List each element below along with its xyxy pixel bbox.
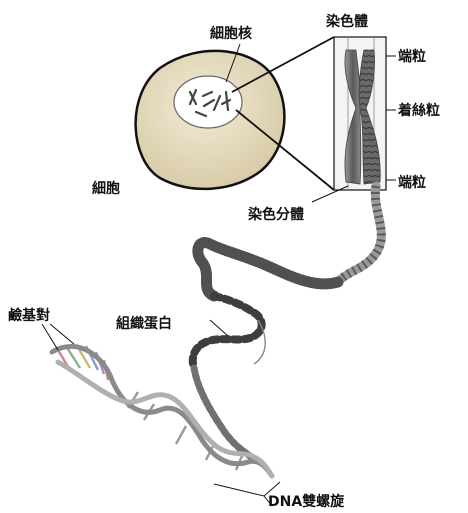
- centromere-label: 着絲粒: [397, 102, 440, 119]
- telomere-top-label: 端粒: [398, 48, 426, 65]
- cell-illustration: [136, 51, 285, 189]
- base-pair-rungs: [58, 344, 242, 470]
- uncoiling-strand: [340, 186, 381, 280]
- nucleosome-string: [194, 368, 256, 460]
- histone-leader: [210, 320, 228, 336]
- chromatid-leader: [312, 186, 348, 202]
- nucleus-illustration: [174, 76, 242, 128]
- chromatin-coil-upper: [198, 243, 338, 296]
- chromosome-label: 染色體: [326, 13, 368, 30]
- histone-label: 組織蛋白: [116, 315, 172, 332]
- helix-strand-a: [52, 347, 272, 476]
- base-pair-leader-1: [42, 324, 58, 350]
- cell-label: 細胞: [92, 180, 120, 197]
- telomere-bottom-label: 端粒: [398, 174, 426, 191]
- nucleus-label: 細胞核: [210, 25, 252, 42]
- base-pair-label: 鹼基對: [8, 307, 50, 324]
- dna-helix-label: DNA雙螺旋: [268, 493, 345, 510]
- base-pair-leader-2: [50, 324, 74, 344]
- dna-double-helix: [52, 344, 272, 476]
- chromatid-label: 染色分體: [248, 206, 304, 223]
- chromatin-fiber: [193, 243, 338, 460]
- chromatin-beads: [193, 296, 262, 368]
